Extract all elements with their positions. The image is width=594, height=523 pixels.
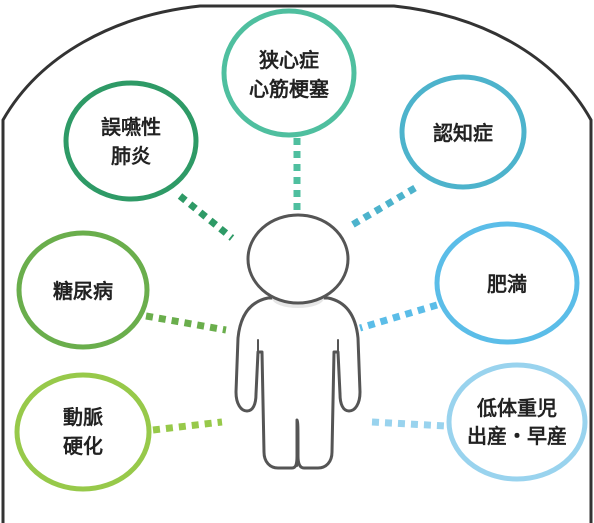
- node-dementia: 認知症: [399, 74, 527, 190]
- outer-frame: [1, 4, 593, 523]
- node-arteriosclerosis-line-2: 硬化: [63, 434, 103, 458]
- connector-arteriosclerosis: [152, 418, 223, 434]
- node-arteriosclerosis-line-1: 動脈: [63, 405, 103, 429]
- node-low-birth-weight-line-2: 出産・早産: [467, 424, 567, 448]
- connector-low-birth-weight: [371, 418, 447, 430]
- node-dementia-line-1: 認知症: [433, 121, 493, 145]
- node-angina-line-2: 心筋梗塞: [249, 77, 330, 101]
- node-pneumonia-line-1: 誤嚥性: [101, 115, 161, 139]
- node-angina: 狭心症 心筋梗塞: [221, 8, 357, 138]
- node-low-birth-weight: 低体重児 出産・早産: [446, 362, 588, 482]
- connectors: [145, 138, 447, 434]
- connector-obesity: [358, 301, 439, 332]
- node-pneumonia: 誤嚥性 肺炎: [63, 80, 199, 202]
- node-arteriosclerosis: 動脈 硬化: [14, 372, 152, 492]
- connector-pneumonia: [177, 193, 235, 241]
- connector-dementia: [350, 184, 417, 229]
- connector-diabetes: [145, 312, 227, 334]
- node-diabetes-line-1: 糖尿病: [53, 279, 113, 303]
- person-icon: [234, 213, 362, 470]
- node-angina-line-1: 狭心症: [258, 48, 319, 72]
- node-obesity-line-1: 肥満: [487, 272, 527, 296]
- node-obesity: 肥満: [434, 221, 580, 345]
- node-pneumonia-line-2: 肺炎: [111, 144, 151, 168]
- person-head: [246, 213, 350, 305]
- node-diabetes: 糖尿病: [16, 230, 150, 350]
- node-low-birth-weight-line-1: 低体重児: [476, 396, 557, 420]
